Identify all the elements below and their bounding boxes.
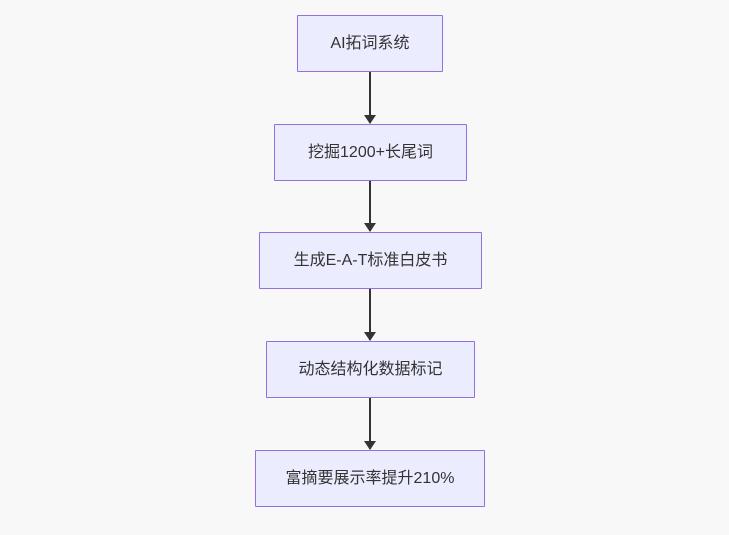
flow-arrow-4 [363,398,377,450]
arrow-down-icon [364,223,376,232]
flow-arrow-1 [363,72,377,124]
flow-node-structured-data: 动态结构化数据标记 [266,341,475,398]
flow-node-ai-word-system: AI拓词系统 [297,15,443,72]
arrow-line [369,398,371,449]
arrow-line [369,72,371,123]
arrow-line [369,289,371,340]
flow-node-longtail-keywords: 挖掘1200+长尾词 [274,124,467,181]
flow-node-rich-snippet-result: 富摘要展示率提升210% [255,450,485,507]
flow-node-label: 挖掘1200+长尾词 [308,143,433,161]
arrow-down-icon [364,115,376,124]
flow-arrow-3 [363,289,377,341]
flow-node-label: AI拓词系统 [330,34,410,52]
arrow-down-icon [364,332,376,341]
flow-arrow-2 [363,181,377,232]
flow-node-label: 动态结构化数据标记 [298,360,443,378]
flow-node-label: 生成E-A-T标准白皮书 [293,251,448,269]
flow-node-eat-whitepaper: 生成E-A-T标准白皮书 [259,232,482,289]
arrow-down-icon [364,441,376,450]
flow-node-label: 富摘要展示率提升210% [285,469,455,487]
arrow-line [369,181,371,231]
